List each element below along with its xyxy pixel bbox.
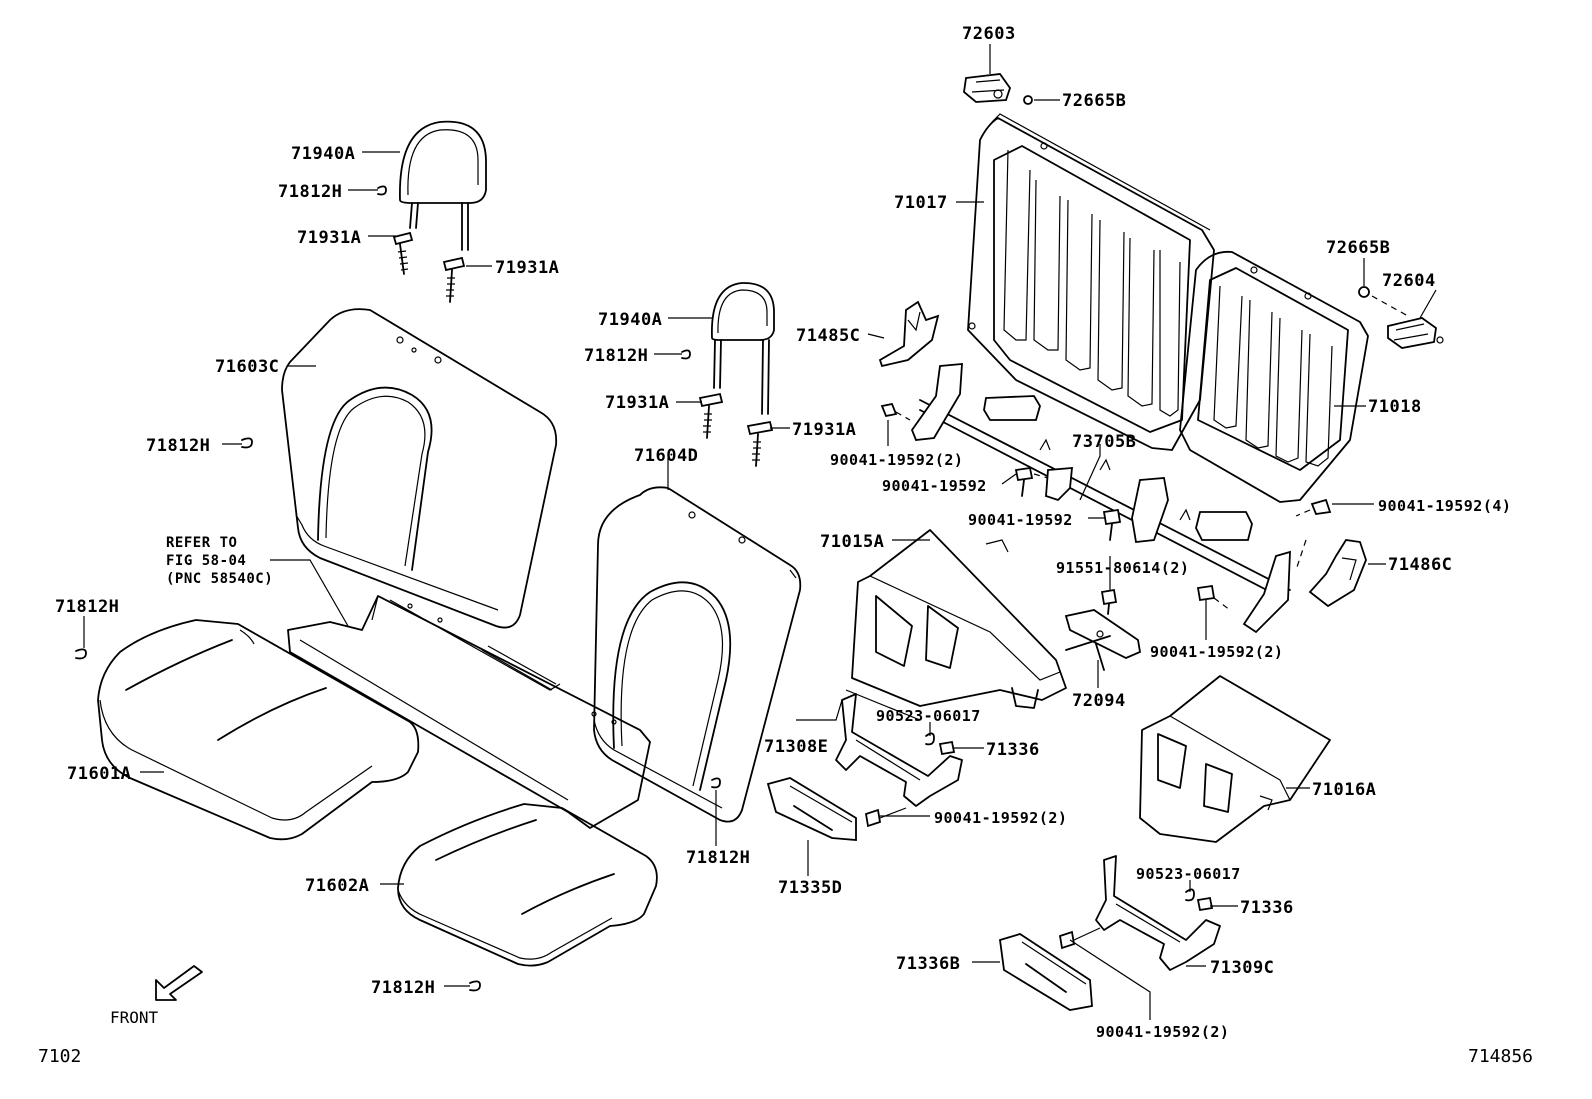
frame-71017 — [967, 113, 1215, 451]
frame-71015a — [845, 529, 1067, 721]
label-90041-a: 90041-19592(2) — [830, 451, 964, 469]
footer-right-code: 714856 — [1468, 1046, 1534, 1067]
front-label: FRONT — [110, 1008, 159, 1027]
label-71336b: 71336B — [896, 954, 961, 974]
bolt-90041-e — [1196, 584, 1231, 611]
bracket-72094 — [1064, 609, 1142, 671]
refer-note-line2: FIG 58-04 — [166, 553, 247, 569]
hinge-bar-73705b — [910, 363, 1291, 634]
bolt-90041-c — [1295, 498, 1332, 517]
bolt-71931a-4 — [746, 420, 774, 467]
label-71016a: 71016A — [1312, 780, 1377, 800]
seatback-71603c — [281, 308, 558, 629]
label-72665b-right: 72665B — [1326, 238, 1391, 258]
lock-72603 — [963, 73, 1033, 105]
label-71603c: 71603C — [215, 357, 280, 377]
label-91551: 91551-80614(2) — [1056, 559, 1190, 577]
label-90041-e: 90041-19592(2) — [1150, 643, 1284, 661]
leg-71309c — [1095, 855, 1221, 971]
cushion-71601a — [97, 619, 420, 841]
label-71812h-4: 71812H — [55, 597, 120, 617]
label-71931a-2: 71931A — [495, 258, 560, 278]
label-71601a: 71601A — [67, 764, 132, 784]
label-90041-b: 90041-19592 — [882, 477, 987, 495]
label-71015a: 71015A — [820, 532, 885, 552]
label-90041-g: 90041-19592(2) — [1096, 1023, 1230, 1041]
floor-board — [287, 595, 651, 829]
clip-71812h-3 — [241, 437, 253, 449]
clip-71812h-5 — [711, 777, 721, 789]
leader-lines — [83, 44, 1437, 1020]
frame-71018 — [1179, 250, 1369, 503]
label-71018: 71018 — [1368, 397, 1422, 417]
nut-71336-2 — [1196, 896, 1214, 912]
cover-71335d — [766, 777, 857, 841]
refer-note-line3: (PNC 58540C) — [166, 571, 274, 587]
front-arrow — [155, 965, 203, 1001]
bolt-90041-b — [1014, 466, 1049, 497]
refer-note-line1: REFER TO — [166, 535, 238, 551]
label-72094: 72094 — [1072, 691, 1126, 711]
bolt-91551 — [1100, 588, 1118, 615]
bolt-71931a-2 — [442, 256, 466, 303]
nut-71336-1 — [938, 740, 956, 756]
bolt-90041-a — [880, 402, 911, 421]
label-71812h-5: 71812H — [686, 848, 751, 868]
bracket-71485c — [878, 300, 940, 368]
seatback-71604d — [593, 486, 802, 823]
label-71812h-6: 71812H — [371, 978, 436, 998]
label-71812h-1: 71812H — [278, 182, 343, 202]
label-90523-2: 90523-06017 — [1136, 865, 1241, 883]
headrest-center — [711, 282, 775, 415]
label-71931a-4: 71931A — [792, 420, 857, 440]
label-71017: 71017 — [894, 193, 948, 213]
bolt-90041-d — [1102, 508, 1122, 541]
clip-71812h-1 — [377, 185, 387, 196]
label-72604: 72604 — [1382, 271, 1436, 291]
bolt-90041-g — [1058, 927, 1101, 950]
bracket-71486c — [1295, 539, 1367, 608]
label-71812h-2: 71812H — [584, 346, 649, 366]
label-71336-1: 71336 — [986, 740, 1040, 760]
label-90523-1: 90523-06017 — [876, 707, 981, 725]
label-71940a-1: 71940A — [291, 144, 356, 164]
label-71309c: 71309C — [1210, 958, 1275, 978]
cover-71336b — [999, 933, 1093, 1011]
label-90041-d: 90041-19592 — [968, 511, 1073, 529]
label-90041-c: 90041-19592(4) — [1378, 497, 1512, 515]
clip-71812h-6 — [469, 980, 481, 992]
clip-71812h-2 — [681, 349, 691, 360]
label-73705b: 73705B — [1072, 432, 1137, 452]
headrest-left — [399, 120, 487, 251]
leg-71308e — [835, 693, 963, 807]
label-71604d: 71604D — [634, 446, 699, 466]
bolt-71931a-1 — [392, 231, 414, 275]
label-71931a-1: 71931A — [297, 228, 362, 248]
label-71812h-3: 71812H — [146, 436, 211, 456]
label-71336-2: 71336 — [1240, 898, 1294, 918]
label-71308e: 71308E — [764, 737, 829, 757]
clip-71812h-4 — [75, 648, 87, 660]
label-71486c: 71486C — [1388, 555, 1453, 575]
footer-left-code: 7102 — [38, 1046, 82, 1067]
label-71335d: 71335D — [778, 878, 843, 898]
lock-72604 — [1358, 286, 1444, 349]
label-71485c: 71485C — [796, 326, 861, 346]
cushion-71602a — [397, 803, 658, 967]
label-72665b-top: 72665B — [1062, 91, 1127, 111]
label-71940a-2: 71940A — [598, 310, 663, 330]
label-90041-f: 90041-19592(2) — [934, 809, 1068, 827]
bolt-90041-f — [864, 807, 907, 828]
frame-71016a — [1139, 675, 1331, 843]
label-72603: 72603 — [962, 24, 1016, 44]
bolt-71931a-3 — [698, 392, 724, 439]
label-71931a-3: 71931A — [605, 393, 670, 413]
label-71602a: 71602A — [305, 876, 370, 896]
